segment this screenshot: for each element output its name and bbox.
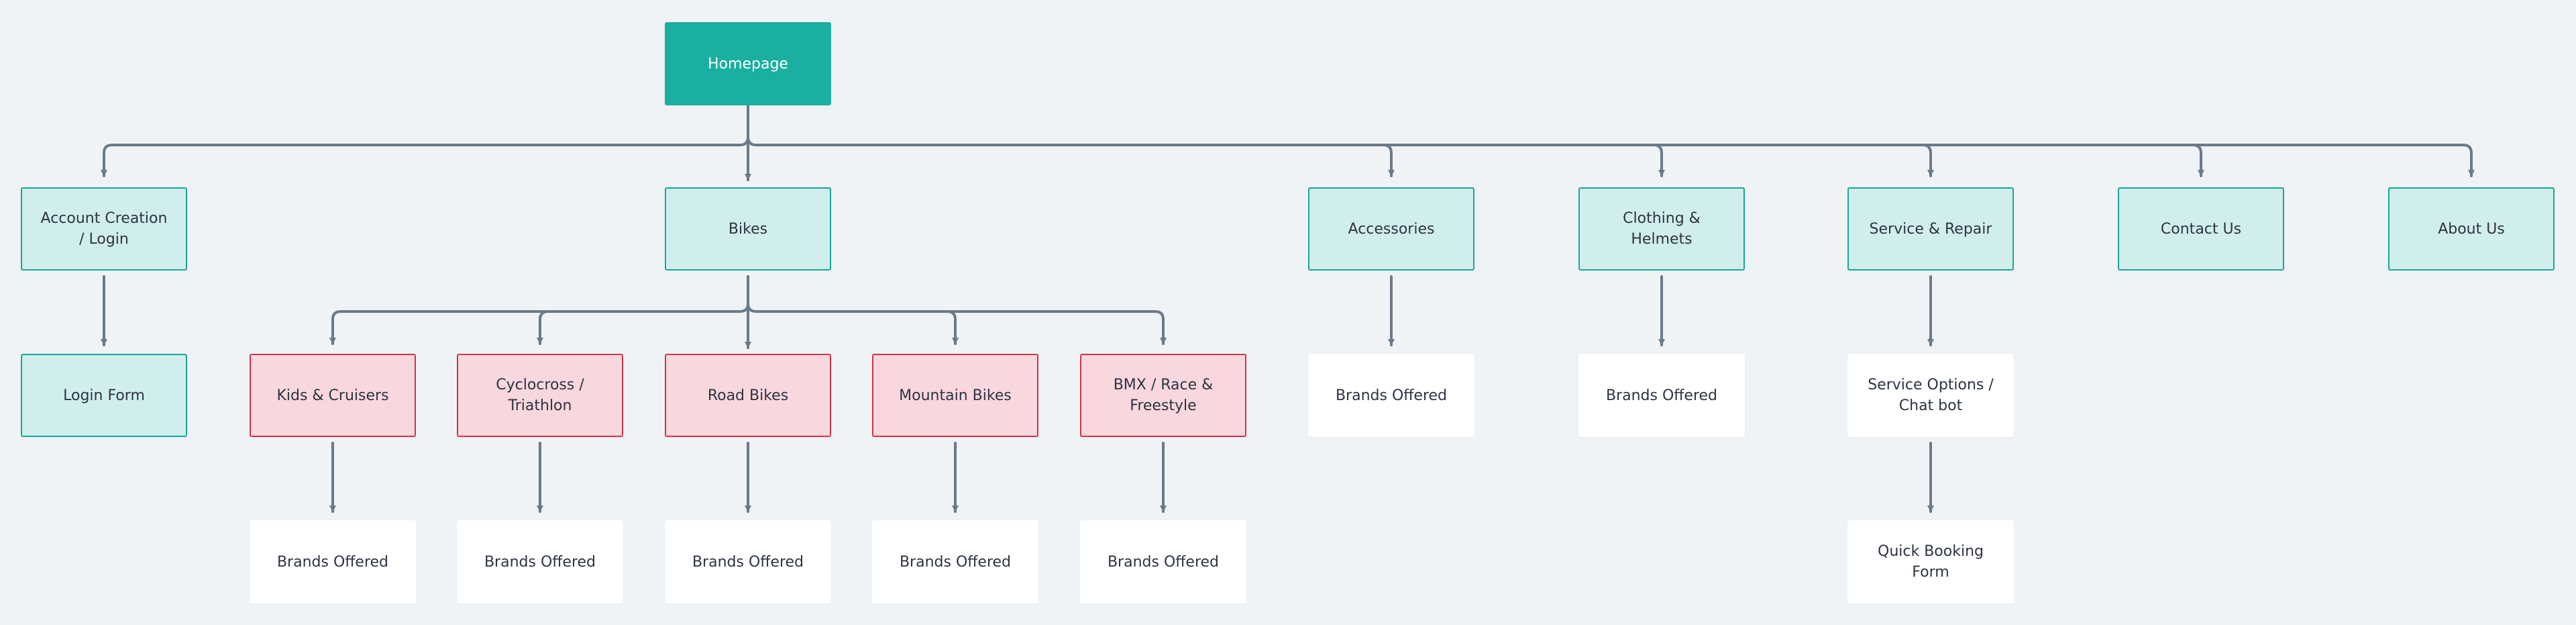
- mountain-brands-node: Brands Offered: [872, 520, 1038, 604]
- homepage-node: Homepage: [665, 22, 831, 105]
- quick-booking-form-node: Quick Booking Form: [1847, 520, 2014, 604]
- cyclocross-brands-node: Brands Offered: [457, 520, 623, 604]
- kids-brands-node: Brands Offered: [250, 520, 416, 604]
- connector-to-mountain-bikes: [946, 310, 959, 345]
- road-bikes-node: Road Bikes: [665, 354, 831, 437]
- about-us-node: About Us: [2388, 187, 2555, 271]
- bmx-race-freestyle-node: BMX / Race & Freestyle: [1080, 354, 1246, 437]
- bmx-brands-node: Brands Offered: [1080, 520, 1246, 604]
- homepage-bus-right: [747, 105, 2475, 177]
- connector-to-clothing: [1652, 144, 1665, 177]
- bikes-node: Bikes: [665, 187, 831, 271]
- connector-to-accessories: [1382, 144, 1395, 177]
- clothing-helmets-node: Clothing & Helmets: [1578, 187, 1745, 271]
- road-brands-node: Brands Offered: [665, 520, 831, 604]
- connector-to-contact: [2192, 144, 2204, 177]
- connector-to-cyclocross: [537, 310, 549, 345]
- accessories-node: Accessories: [1308, 187, 1474, 271]
- mountain-bikes-node: Mountain Bikes: [872, 354, 1038, 437]
- cyclocross-triathlon-node: Cyclocross / Triathlon: [457, 354, 623, 437]
- contact-us-node: Contact Us: [2118, 187, 2284, 271]
- accessories-brands-node: Brands Offered: [1308, 354, 1474, 437]
- account-creation-node: Account Creation / Login: [21, 187, 187, 271]
- login-form-node: Login Form: [21, 354, 187, 437]
- service-options-node: Service Options / Chat bot: [1847, 354, 2014, 437]
- kids-cruisers-node: Kids & Cruisers: [250, 354, 416, 437]
- service-repair-node: Service & Repair: [1847, 187, 2014, 271]
- clothing-brands-node: Brands Offered: [1578, 354, 1745, 437]
- connector-to-service: [1921, 144, 1934, 177]
- connector-to-account: [101, 144, 741, 177]
